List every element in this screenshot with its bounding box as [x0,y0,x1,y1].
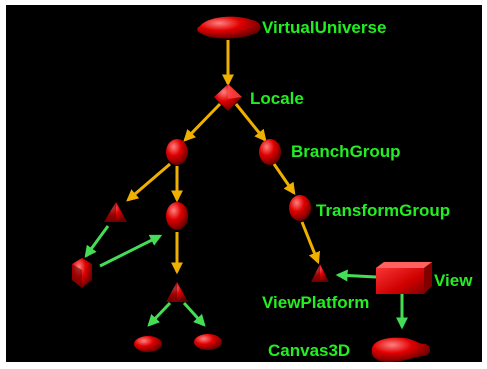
label-transform-group: TransformGroup [316,201,450,220]
leaf-triangle-b-facet [166,282,177,302]
label-branch-group: BranchGroup [291,142,401,161]
diagram-background [6,5,482,362]
view-node-side [424,262,432,294]
label-view: View [434,271,473,290]
virtual-universe-node [197,16,261,39]
branch-group-left-node [166,139,188,165]
edges-yellow [126,40,321,275]
edge-triangle-b-oval-a [147,301,172,327]
view-platform-facet [311,264,320,282]
leaf-oval-b-node [194,334,222,350]
edge-locale-branch-left [183,102,222,142]
leaf-triangle-a-facet [104,202,116,222]
label-virtual-universe: VirtualUniverse [262,18,386,37]
edge-locale-branch-right [234,103,267,142]
edges-green [84,225,408,330]
edge-triangle-b-oval-b [182,301,206,327]
edge-branch-left-triangle-a [126,162,171,202]
edge-branch-right-transform-right [272,163,296,195]
edge-hexagon-transform-left [99,234,163,268]
branch-group-right-node [259,139,281,165]
view-node-top [376,262,432,268]
view-node [376,262,432,294]
label-view-platform: ViewPlatform [262,293,369,312]
transform-group-left-node [166,202,188,230]
canvas3d-node [371,337,430,362]
label-locale: Locale [250,89,304,108]
leaf-hexagon-facet [72,264,82,288]
edge-view-viewplatform [335,269,377,282]
edge-triangle-a-hexagon [84,225,110,258]
transform-group-right-node [289,195,311,221]
locale-node-facet [228,84,242,99]
label-canvas3d: Canvas3D [268,341,350,360]
edge-transform-right-viewplatform [300,221,321,265]
leaf-oval-a-node [134,336,162,352]
